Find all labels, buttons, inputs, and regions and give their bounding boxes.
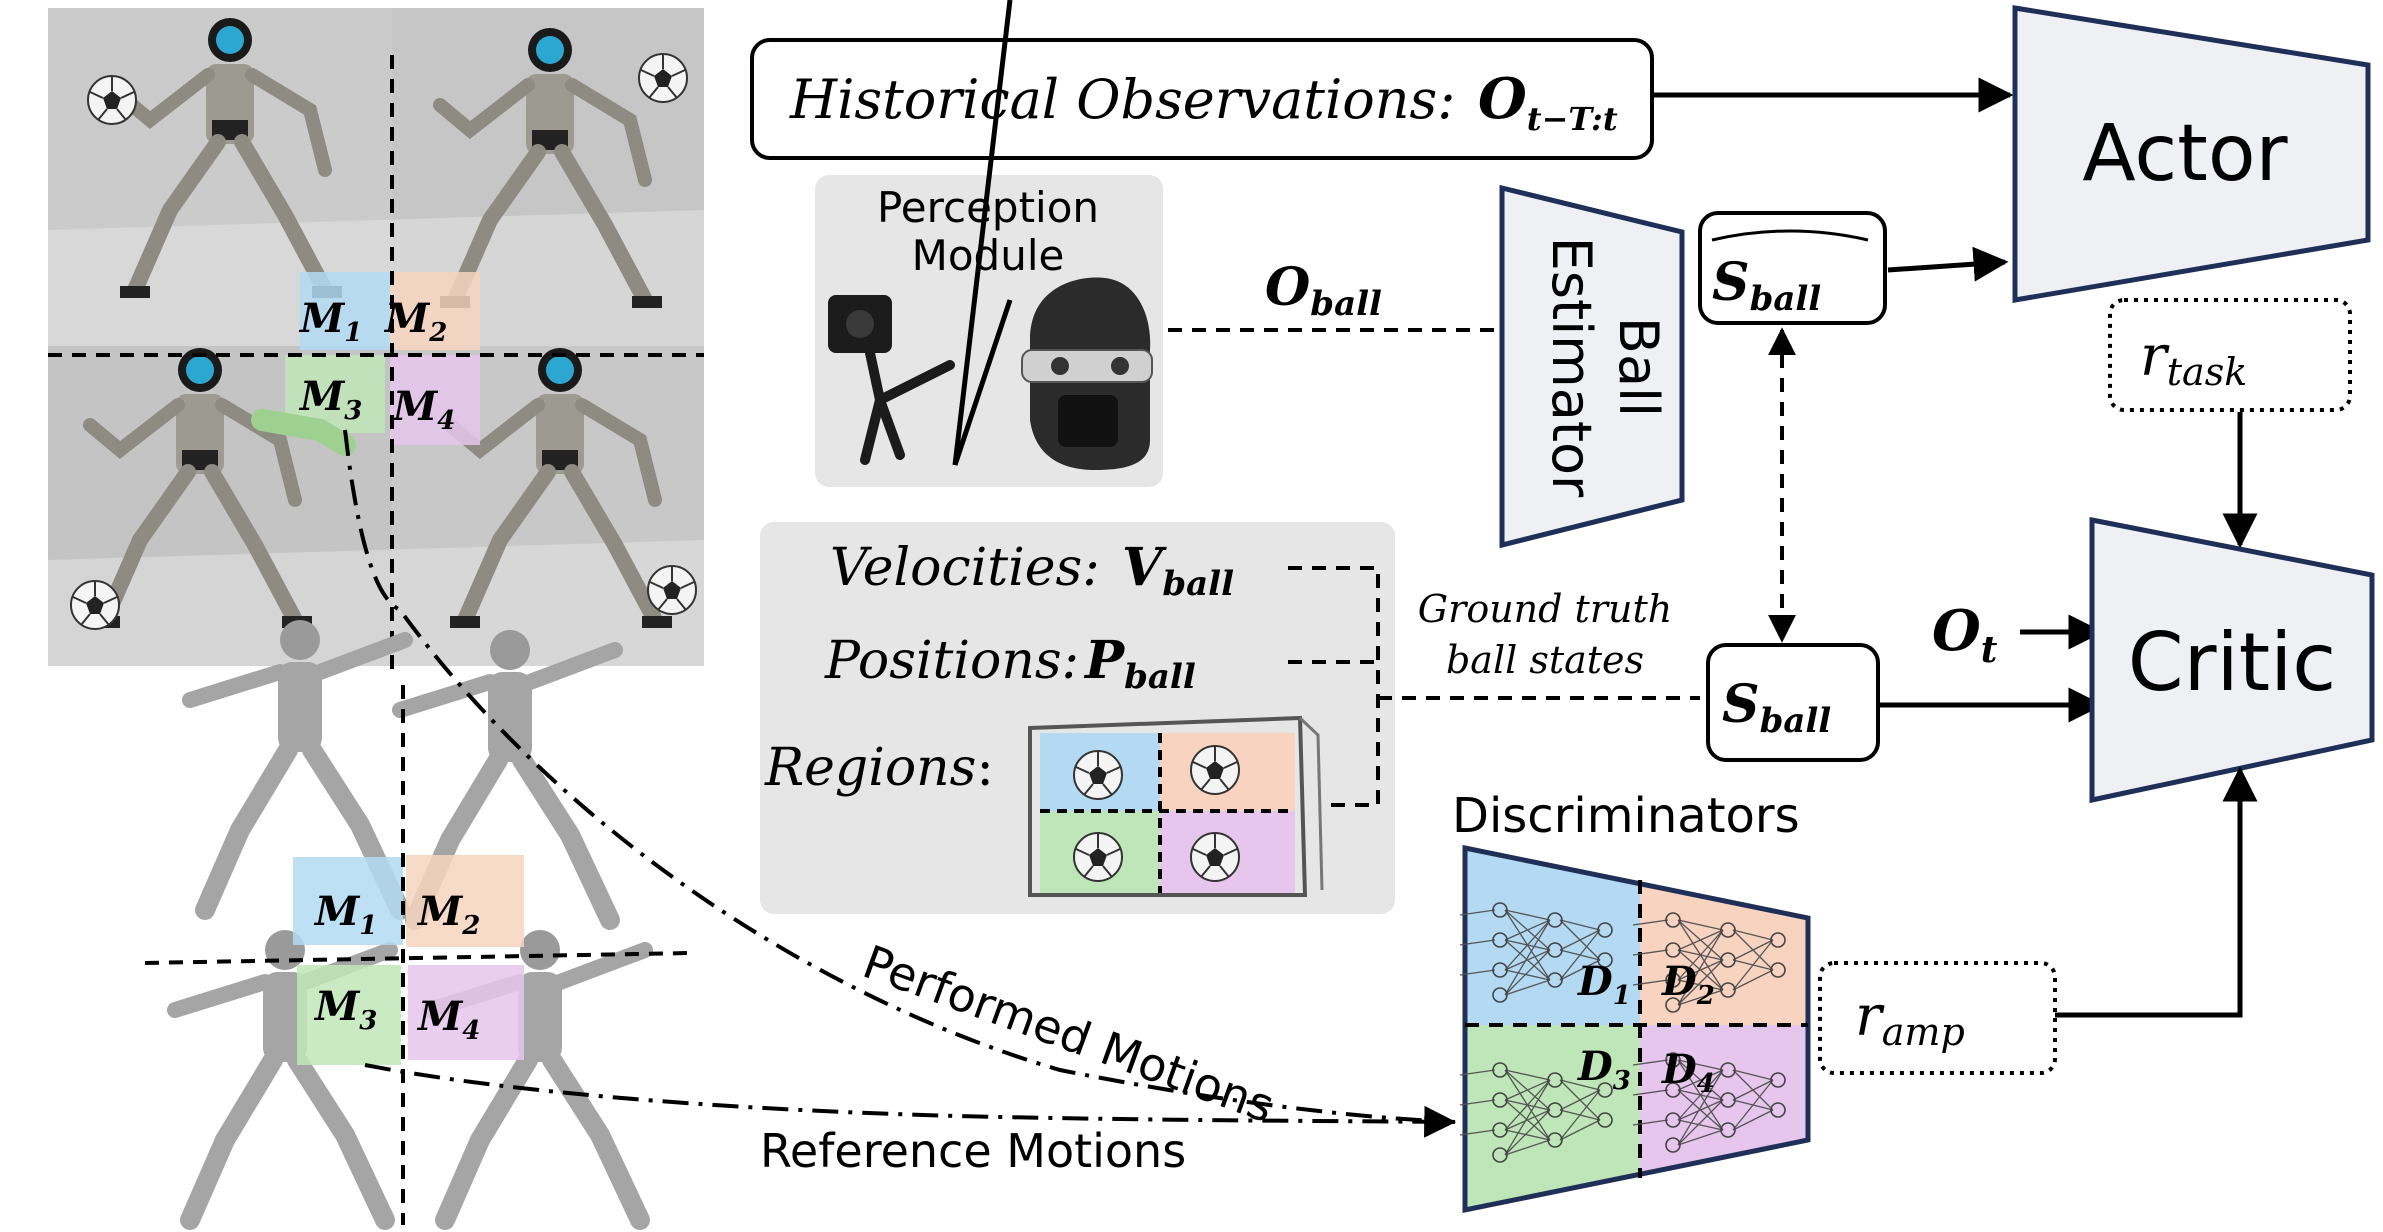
critic-network: Critic [2089, 516, 2375, 804]
r-task-label: rtask [2140, 324, 2247, 394]
estimated-ball-state-box: Sball [1698, 211, 1887, 325]
soccer-ball-icon [70, 580, 120, 630]
region-m2-highlight [406, 855, 524, 947]
d3-label: D3 [1577, 1043, 1631, 1096]
hat-accent [1711, 229, 1869, 242]
region-m4-highlight [408, 965, 524, 1060]
ground-truth-line2: ball states [1446, 638, 1644, 682]
soccer-ball-icon [638, 53, 688, 103]
discriminator-region-3 [1465, 1025, 1640, 1210]
critic-label: Critic [2128, 616, 2337, 709]
velocities-label: Velocities: [830, 538, 1100, 598]
regions-label: Regions: [764, 738, 994, 798]
actor-network: Actor [2012, 5, 2371, 303]
r-amp-label: ramp [1855, 984, 1965, 1054]
label-m2: M2 [383, 295, 447, 348]
r-amp-box: ramp [1818, 961, 2057, 1075]
region-m2-highlight [390, 272, 480, 350]
r-task-box: rtask [2108, 298, 2352, 412]
camera-tripod-icon [828, 295, 955, 465]
label-m4: M4 [416, 993, 480, 1046]
label-m1: M1 [313, 888, 377, 941]
perception-title-line2: Module [912, 231, 1065, 280]
label-m2: M2 [416, 888, 480, 941]
ball-estimator: Ball Estimator [1499, 184, 1685, 549]
perception-divider-slash [952, 299, 1013, 466]
o-t-label: Ot [1932, 598, 1998, 671]
estimate-to-actor-arrow [1887, 246, 2009, 282]
label-m3: M3 [313, 983, 377, 1036]
soccer-ball-icon [1190, 745, 1240, 795]
label-m4: M4 [391, 383, 455, 436]
humanoid-horizontal-divider [144, 951, 691, 965]
label-m1: M1 [298, 295, 362, 348]
helmet-camera-icon [1021, 277, 1153, 470]
historical-observations-box: Historical Observations: Ot−T:t [750, 38, 1654, 160]
o-ball-label: Oball [1265, 257, 1382, 324]
historical-observations-label: Historical Observations: [789, 68, 1455, 131]
ball-states-panel: Velocities: Vball Positions: Pball Regio… [760, 522, 1395, 914]
d4-label: D4 [1661, 1046, 1715, 1099]
actor-label: Actor [2082, 109, 2288, 199]
reference-motions-label: Reference Motions [760, 1124, 1186, 1178]
soccer-ball-icon [1073, 750, 1123, 800]
d2-label: D2 [1661, 958, 1715, 1011]
soccer-ball-icon [1190, 832, 1240, 882]
positions-label: Positions: [824, 631, 1079, 691]
discriminators-title: Discriminators [1452, 788, 1800, 844]
soccer-ball-icon [87, 75, 137, 125]
ground-truth-ball-state-box: Sball [1706, 643, 1880, 762]
region-m3-highlight [297, 965, 401, 1065]
reference-motions-curve [364, 1063, 1457, 1138]
soccer-ball-icon [1073, 832, 1123, 882]
perception-module: Perception Module [815, 0, 1163, 487]
performed-motions-label: Performed Motions [856, 935, 1281, 1134]
s-ball-label: Sball [1722, 674, 1831, 741]
discriminator-network: D1 D2 D3 D4 [1459, 844, 1811, 1214]
label-m3: M3 [298, 373, 362, 426]
region-m4-highlight [390, 355, 480, 445]
reference-humanoid-panel: M1 M2 M3 M4 [144, 620, 691, 1225]
ground-truth-line1: Ground truth [1418, 587, 1672, 631]
region-m1-highlight [300, 272, 390, 350]
region-m1-highlight [293, 857, 403, 945]
s-ball-hat-label: Sball [1712, 252, 1821, 319]
ramp-to-critic-arrow [2055, 766, 2258, 1018]
positions-symbol: Pball [1083, 630, 1196, 697]
estimator-label-line1: Ball [1607, 317, 1670, 417]
velocities-symbol: Vball [1122, 537, 1234, 604]
robot-photo-panel: M1 M2 M3 M4 [48, 8, 704, 670]
historical-observations-symbol: Ot−T:t [1478, 66, 1618, 138]
goal-regions-icon [1028, 715, 1324, 897]
soccer-ball-icon [647, 565, 697, 615]
d1-label: D1 [1577, 958, 1631, 1011]
estimator-label-line2: Estimator [1540, 237, 1603, 498]
performed-motions-curve [343, 429, 1456, 1124]
